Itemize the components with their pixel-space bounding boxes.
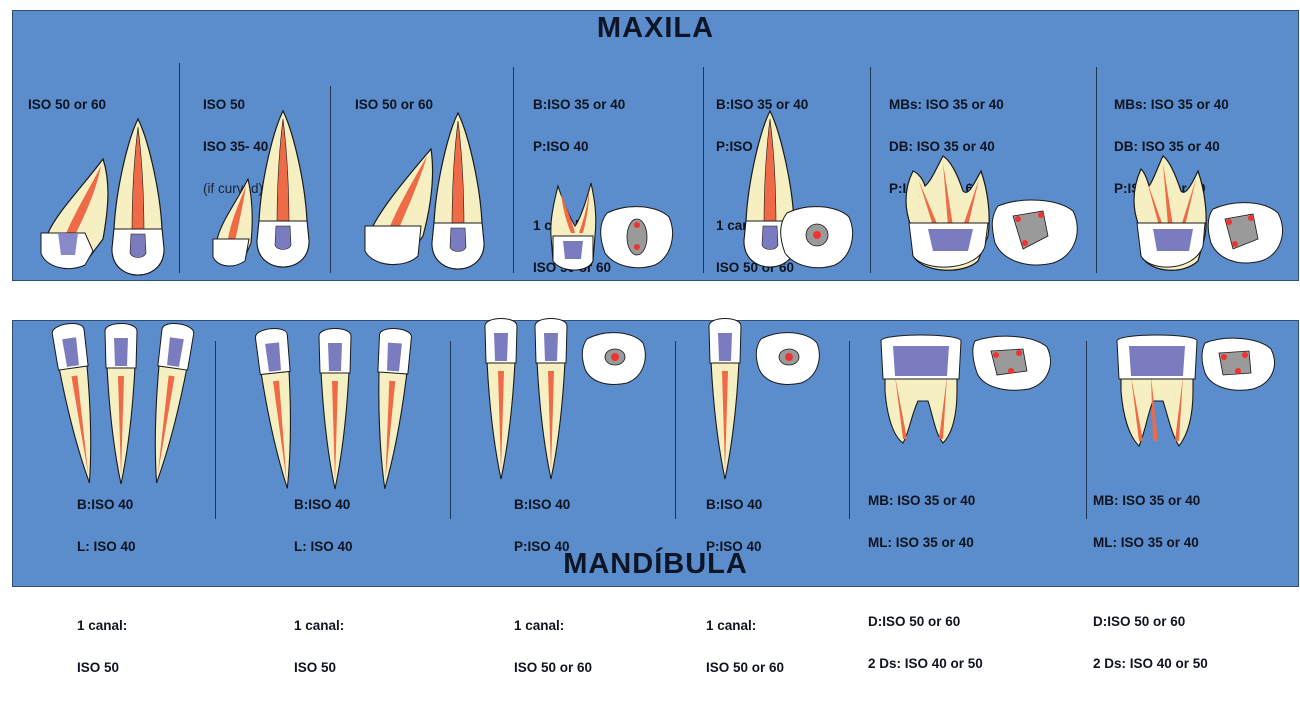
- tooth-illustration: [1117, 335, 1274, 446]
- label-line: ISO 50: [294, 661, 353, 675]
- tooth-illustration: [1134, 156, 1283, 270]
- label-line: 1 canal:: [294, 619, 353, 633]
- label-line: 1 canal:: [706, 619, 784, 633]
- mandibula-teeth-illustrations: [13, 321, 1300, 588]
- tooth-illustration: [365, 113, 484, 269]
- label-line: 1 canal:: [514, 619, 592, 633]
- label-line: 2 Ds: ISO 40 or 50: [1093, 657, 1208, 671]
- maxila-panel: MAXILA ISO 50 or 60 ISO 50 ISO 35- 40 (i…: [12, 10, 1299, 281]
- tooth-illustration: [41, 119, 164, 275]
- tooth-illustration: [744, 111, 853, 268]
- tooth-illustration: [485, 319, 645, 480]
- label-line: ISO 50 or 60: [706, 661, 784, 675]
- tooth-illustration: [709, 319, 819, 480]
- label-line: D:ISO 50 or 60: [868, 615, 983, 629]
- tooth-illustration: [551, 183, 673, 270]
- tooth-illustration: [255, 327, 412, 490]
- label-line: 2 Ds: ISO 40 or 50: [868, 657, 983, 671]
- tooth-illustration: [213, 111, 309, 267]
- tooth-illustration: [51, 322, 195, 485]
- tooth-illustration: [906, 156, 1077, 270]
- mandibula-panel: MANDÍBULA B:ISO 40 L: ISO 40 1 canal: IS…: [12, 320, 1299, 587]
- label-line: 1 canal:: [77, 619, 136, 633]
- maxila-teeth-illustrations: [13, 11, 1300, 282]
- tooth-illustration: [881, 335, 1050, 443]
- label-line: ISO 50: [77, 661, 136, 675]
- label-line: D:ISO 50 or 60: [1093, 615, 1208, 629]
- label-line: ISO 50 or 60: [514, 661, 592, 675]
